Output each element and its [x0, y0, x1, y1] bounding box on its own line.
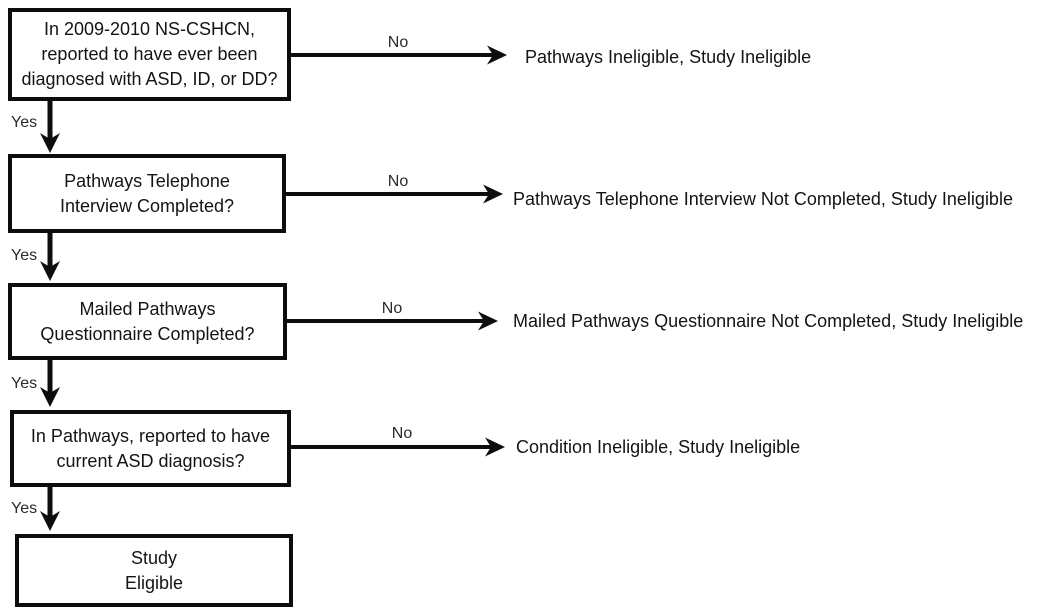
yes-label-1: Yes — [11, 114, 38, 131]
yes-arrow-1 — [40, 99, 60, 153]
yes-arrow-3 — [40, 358, 60, 407]
no-arrow-1 — [291, 45, 507, 65]
no-label-2: No — [387, 173, 409, 190]
decision-box-current-asd-diagnosis-text: In Pathways, reported to have current AS… — [30, 425, 271, 471]
decision-box-mailed-questionnaire: Mailed Pathways Questionnaire Completed? — [8, 283, 287, 360]
no-arrow-4 — [291, 437, 505, 457]
yes-label-2: Yes — [11, 247, 38, 264]
outcome-pathways-ineligible: Pathways Ineligible, Study Ineligible — [525, 47, 812, 67]
result-box-study-eligible-text: Study Eligible — [124, 547, 184, 593]
no-label-3: No — [381, 300, 403, 317]
decision-box-telephone-interview-text: Pathways Telephone Interview Completed? — [59, 170, 235, 216]
no-label-4: No — [391, 425, 413, 442]
yes-label-3: Yes — [11, 375, 38, 392]
yes-arrow-2 — [40, 231, 60, 281]
no-arrow-3 — [287, 311, 498, 331]
decision-box-current-asd-diagnosis: In Pathways, reported to have current AS… — [10, 410, 291, 487]
no-arrow-2 — [286, 184, 503, 204]
yes-label-4: Yes — [11, 500, 38, 517]
outcome-questionnaire-not-completed: Mailed Pathways Questionnaire Not Comple… — [513, 311, 1024, 331]
decision-box-telephone-interview: Pathways Telephone Interview Completed? — [8, 154, 286, 233]
decision-box-mailed-questionnaire-text: Mailed Pathways Questionnaire Completed? — [40, 298, 255, 344]
outcome-condition-ineligible: Condition Ineligible, Study Ineligible — [516, 437, 801, 457]
decision-box-nscshcn-diagnosis: In 2009-2010 NS-CSHCN, reported to have … — [8, 8, 291, 101]
outcome-interview-not-completed: Pathways Telephone Interview Not Complet… — [513, 189, 1013, 209]
no-label-1: No — [387, 34, 409, 51]
decision-box-nscshcn-diagnosis-text: In 2009-2010 NS-CSHCN, reported to have … — [21, 19, 278, 89]
yes-arrow-4 — [40, 485, 60, 531]
result-box-study-eligible: Study Eligible — [15, 534, 293, 607]
